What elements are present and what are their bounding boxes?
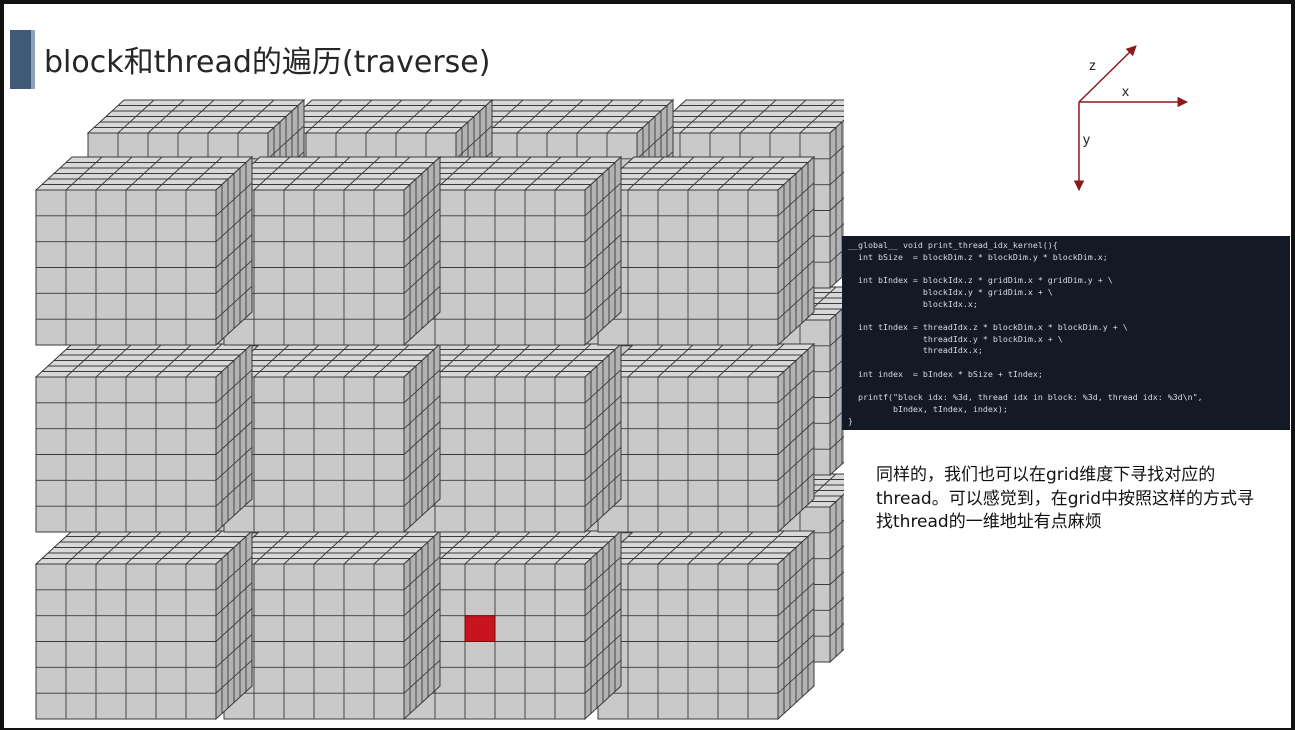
block-front-r3-c4 [596,529,816,721]
grid-line [829,409,844,424]
grid-line [215,285,253,320]
z-axis-arrow [1078,45,1137,103]
grid-line [403,285,441,320]
grid-line [829,545,844,560]
block-front-r1-c4 [596,155,816,347]
code-line: } [848,415,853,426]
block-front-r3-c2 [222,529,442,721]
code-line: int tIndex = threadIdx.z * blockDim.x * … [857,321,1128,332]
grid-line [215,472,253,507]
code-line: int bIndex = blockIdx.z * gridDim.x * gr… [857,275,1113,286]
title-accent-bar-shadow [31,30,35,89]
grid-line [829,248,844,263]
block-front-r3-c1 [34,529,254,721]
x-axis-label: x [1122,83,1129,99]
grid-line [829,435,844,450]
slide-title: block和thread的遍历(traverse) [44,45,491,80]
code-line: int index = bIndex * bSize + tIndex; [857,368,1043,379]
code-line: int bSize = blockDim.z * blockDim.y * bl… [857,251,1108,262]
grid-line [829,596,844,611]
axes-diagram: z x y [1073,45,1189,192]
grid-line [829,358,844,373]
code-snippet-panel: __global__ void print_thread_idx_kernel(… [842,236,1290,430]
grid-line [777,659,815,694]
grid-line [829,171,844,186]
code-line: blockIdx.y * gridDim.x + \ [922,286,1053,297]
code-line: blockIdx.x; [922,298,978,309]
block-front-r1-c1 [34,155,254,347]
grid-line [777,472,815,507]
block-front-r1-c3 [403,155,623,347]
block-front-r2-c3 [403,342,623,534]
block-front-r2-c2 [222,342,442,534]
grid-line [215,659,253,694]
title-accent-bar [10,30,31,89]
grid-line [829,332,844,347]
grid-line [829,622,844,637]
grid-line [829,384,844,398]
block-front-r2-c1 [34,342,254,534]
grid-line [403,472,441,507]
code-line: printf("block idx: %3d, thread idx in bl… [857,392,1203,403]
grid-of-blocks-diagram [34,98,844,721]
code-line: __global__ void print_thread_idx_kernel(… [848,240,1058,250]
block-front-r2-c4 [596,342,816,534]
code-line: bIndex, tIndex, index); [892,403,1008,414]
y-axis-label: y [1083,131,1090,147]
grid-line [584,659,622,694]
grid-line [829,145,844,160]
slide: block和thread的遍历(traverse) z x y __global… [4,4,1291,728]
block-front-r3-c3 [403,529,623,721]
code-line: threadIdx.y * blockDim.x + \ [922,333,1063,344]
highlighted-thread-cell [464,615,496,643]
grid-line [403,659,441,694]
grid-line [829,197,844,211]
z-axis-label: z [1089,57,1096,73]
grid-line [777,285,815,320]
code-line: threadIdx.x; [922,345,983,356]
grid-line [584,285,622,320]
grid-line [829,222,844,237]
block-front-r1-c2 [222,155,442,347]
grid-line [829,571,844,585]
explanation-note: 同样的，我们也可以在grid维度下寻找对应的thread。可以感觉到，在grid… [876,465,1255,532]
grid-line [829,519,844,534]
code-snippet: __global__ void print_thread_idx_kernel(… [842,236,1290,430]
grid-line [584,472,622,507]
